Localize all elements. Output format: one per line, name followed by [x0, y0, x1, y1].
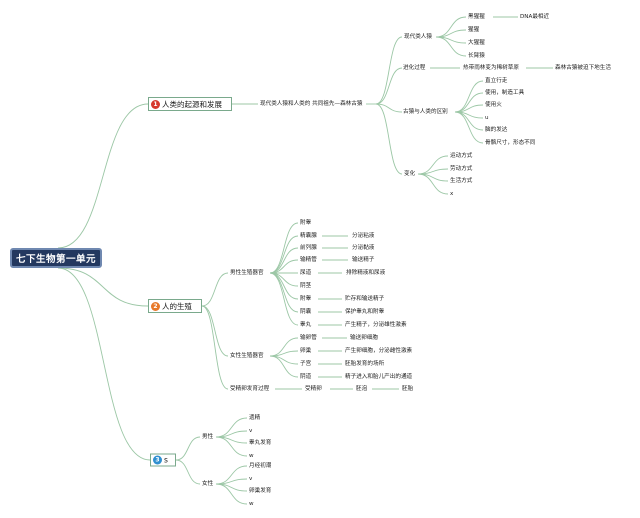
puberty-female-item-2[interactable]: v [249, 476, 253, 482]
connector [269, 247, 299, 274]
root-node[interactable]: 七下生物第一单元 [10, 248, 102, 268]
process-step-zygote[interactable]: 受精卵 [305, 386, 322, 392]
diff-item-3[interactable]: 使用火 [485, 102, 502, 108]
puberty-female-item-4[interactable]: w [249, 501, 254, 507]
development-process-node[interactable]: 受精卵发育过程 [230, 386, 270, 392]
connector [175, 459, 201, 485]
connector [454, 111, 484, 144]
puberty-male-item-4[interactable]: w [249, 453, 254, 459]
connector [375, 103, 403, 175]
male-organ-8[interactable]: 阴囊 [300, 309, 312, 315]
female-organs-node[interactable]: 女性生殖器官 [230, 353, 264, 359]
difference-node[interactable]: 古猿与人类的区别 [403, 109, 448, 115]
connector [57, 267, 151, 461]
male-organ-3-desc: 分泌黏液 [352, 245, 375, 251]
male-organ-6[interactable]: 阴茎 [300, 283, 312, 289]
connector [375, 36, 403, 105]
change-node[interactable]: 变化 [404, 171, 416, 177]
badge-2: 2 [151, 301, 160, 311]
connector [269, 272, 299, 313]
male-organ-9[interactable]: 睾丸 [300, 322, 312, 328]
connector [269, 355, 299, 365]
change-item-1[interactable]: 运动方式 [450, 153, 473, 159]
male-organ-2[interactable]: 精囊腺 [300, 233, 317, 239]
puberty-male-item-1[interactable]: 遗精 [249, 415, 261, 421]
connector [175, 436, 201, 461]
diff-item-2[interactable]: 使用，制造工具 [485, 90, 525, 96]
evolution-step-b[interactable]: 森林古猿被迫下地生活 [555, 65, 611, 71]
male-organ-9-desc: 产生精子，分泌雄性激素 [345, 322, 407, 328]
branch-3-node[interactable]: 3 s [150, 453, 176, 467]
modern-apes-node[interactable]: 现代类人猿 [404, 34, 432, 40]
process-step-embryo[interactable]: 胚胎 [402, 386, 414, 392]
connector [375, 67, 403, 105]
badge-3: 3 [153, 455, 162, 465]
branch-2-node[interactable]: 2 人的生殖 [148, 299, 202, 313]
male-organ-7[interactable]: 附睾 [300, 296, 312, 302]
male-organ-4[interactable]: 输精管 [300, 257, 317, 263]
connector [215, 436, 248, 457]
connector [201, 305, 229, 390]
ancestor-node[interactable]: 现代类人猿和人类的 共同祖先—森林古猿 [260, 101, 363, 107]
badge-1: 1 [151, 99, 160, 109]
puberty-female-item-1[interactable]: 月经初潮 [249, 463, 272, 469]
female-organ-1-desc: 输送卵细胞 [350, 335, 378, 341]
male-organ-2-desc: 分泌粘液 [352, 233, 375, 239]
connector [454, 80, 484, 113]
branch-1-title: 人类的起源和发展 [162, 99, 222, 109]
female-organ-2-desc: 产生卵细胞，分泌雌性激素 [345, 348, 413, 354]
connector [375, 103, 403, 113]
connector [417, 173, 449, 195]
female-organ-2[interactable]: 卵巢 [300, 348, 312, 354]
puberty-female-node[interactable]: 女性 [202, 481, 214, 487]
female-organ-4[interactable]: 阴道 [300, 374, 312, 380]
male-organ-4-desc: 输送精子 [352, 257, 375, 263]
connector [201, 272, 229, 307]
puberty-female-item-3[interactable]: 卵巢发育 [249, 488, 272, 494]
puberty-male-item-3[interactable]: 睾丸发育 [249, 440, 272, 446]
female-organ-3-desc: 胚胎发育的场所 [345, 361, 385, 367]
change-item-2[interactable]: 劳动方式 [450, 166, 473, 172]
connector [269, 355, 299, 378]
ape-orangutan[interactable]: 猩猩 [468, 27, 480, 33]
change-item-3[interactable]: 生活方式 [450, 178, 473, 184]
branch-2-title: 人的生殖 [162, 301, 192, 311]
diff-item-5[interactable]: 脑的发达 [485, 127, 508, 133]
change-item-4[interactable]: x [450, 191, 454, 197]
ape-gorilla[interactable]: 大猩猩 [468, 40, 485, 46]
diff-item-6[interactable]: 骨骼尺寸，形态不同 [485, 140, 536, 146]
female-organ-1[interactable]: 输卵管 [300, 335, 317, 341]
process-step-blastocyst[interactable]: 胚泡 [356, 386, 368, 392]
male-organ-1[interactable]: 附睾 [300, 220, 312, 226]
female-organ-4-desc: 精子进入和胎儿产出的通道 [345, 374, 413, 380]
evolution-step-a[interactable]: 热带雨林变为稀树草原 [463, 65, 519, 71]
evolution-node[interactable]: 进化过程 [403, 65, 426, 71]
connector [269, 222, 299, 274]
male-organ-3[interactable]: 前列腺 [300, 245, 317, 251]
branch-3-title: s [164, 455, 168, 465]
diff-item-1[interactable]: 直立行走 [485, 78, 508, 84]
puberty-male-item-2[interactable]: v [249, 428, 253, 434]
ape-chimpanzee[interactable]: 黑猩猩 [468, 14, 485, 20]
connector [269, 235, 299, 274]
male-organ-5-desc: 排除精液和尿液 [346, 270, 386, 276]
connector [435, 36, 467, 57]
puberty-male-node[interactable]: 男性 [202, 434, 214, 440]
connector [57, 267, 149, 307]
diff-item-4[interactable]: u [485, 115, 489, 121]
dna-note: DNA最相近 [520, 14, 550, 20]
male-organs-node[interactable]: 男性生殖器官 [230, 270, 264, 276]
ape-gibbon[interactable]: 长臂猿 [468, 53, 485, 59]
male-organ-5[interactable]: 尿道 [300, 270, 312, 276]
male-organ-7-desc: 贮存和输送精子 [345, 296, 385, 302]
connector [57, 103, 149, 249]
connector [269, 272, 299, 326]
male-organ-8-desc: 保护睾丸和附睾 [345, 309, 385, 315]
female-organ-3[interactable]: 子宫 [300, 361, 312, 367]
connector [215, 483, 248, 505]
branch-1-node[interactable]: 1 人类的起源和发展 [148, 97, 232, 111]
